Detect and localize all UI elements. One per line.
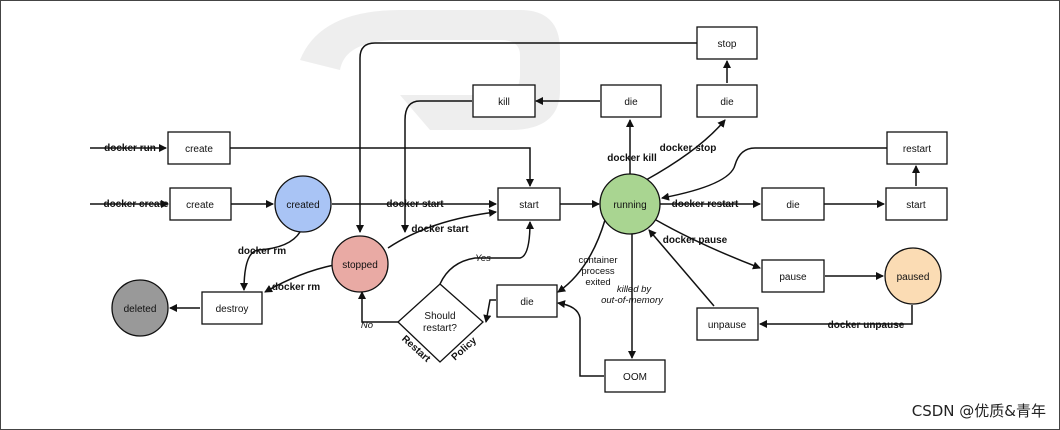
node-kill: kill: [472, 84, 536, 118]
watermark-text: CSDN @优质&青年: [912, 402, 1046, 420]
node-restart-label: restart: [903, 144, 932, 155]
node-restart: restart: [886, 131, 948, 165]
node-stopped-label: stopped: [342, 260, 378, 271]
edge-stopped-to-destroy: [264, 264, 335, 293]
label-container-line2: process: [581, 266, 615, 277]
node-start-restart-label: start: [906, 200, 926, 211]
label-docker-stop: docker stop: [660, 143, 717, 154]
edges: [90, 42, 920, 377]
node-die-kill-label: die: [624, 97, 638, 108]
label-docker-start-2: docker start: [411, 224, 469, 235]
node-die-exit: die: [496, 284, 558, 318]
node-kill-label: kill: [498, 97, 510, 108]
node-created-label: created: [286, 200, 319, 211]
node-unpause: unpause: [696, 307, 759, 341]
node-should-restart: Should restart?: [397, 283, 484, 363]
node-start-label: start: [519, 200, 539, 211]
node-start-restart: start: [885, 187, 948, 221]
edge-oom-to-die: [557, 300, 604, 377]
edge-no-to-stopped: [358, 291, 398, 323]
label-killed-by: killed by: [617, 284, 653, 295]
edge-running-to-die-stop: [645, 119, 726, 181]
label-docker-restart: docker restart: [672, 199, 739, 210]
node-paused-label: paused: [897, 272, 930, 283]
label-docker-start-1: docker start: [386, 199, 444, 210]
node-oom-label: OOM: [623, 372, 647, 383]
node-destroy-label: destroy: [216, 304, 249, 315]
node-die-kill: die: [600, 84, 662, 118]
label-docker-kill: docker kill: [607, 153, 657, 164]
node-should-restart-line1: Should: [424, 311, 455, 322]
node-die-restart: die: [761, 187, 825, 221]
edge-paused-to-unpause: [759, 305, 913, 328]
label-no: No: [361, 320, 373, 331]
node-die-restart-label: die: [786, 200, 800, 211]
node-start: start: [497, 187, 561, 221]
edge-stopped-to-start: [387, 208, 497, 249]
node-destroy: destroy: [201, 291, 263, 325]
node-unpause-label: unpause: [708, 320, 747, 331]
edge-labels: docker run docker create docker start do…: [103, 143, 904, 365]
edge-create-run-to-start: [230, 147, 534, 187]
node-pause-label: pause: [779, 272, 807, 283]
edge-unpause-to-running: [648, 229, 715, 307]
edge-stop-to-stopped: [356, 42, 697, 233]
label-docker-create: docker create: [103, 199, 168, 210]
label-docker-unpause: docker unpause: [828, 320, 905, 331]
node-oom: OOM: [604, 359, 666, 393]
label-docker-rm-1: docker rm: [238, 246, 286, 257]
node-should-restart-line2: restart?: [423, 323, 457, 334]
label-container-line1: container: [578, 255, 617, 266]
node-running-label: running: [613, 200, 646, 211]
label-container-line3: exited: [585, 277, 610, 288]
node-stop: stop: [696, 26, 758, 60]
node-stopped: stopped: [331, 235, 389, 293]
node-paused: paused: [884, 247, 942, 305]
node-create-run-label: create: [185, 144, 213, 155]
edge-die-to-should-restart: [483, 299, 496, 323]
edge-running-to-die-exit: [557, 219, 606, 293]
edge-yes-to-start: [439, 221, 534, 285]
node-deleted-label: deleted: [124, 304, 157, 315]
node-deleted: deleted: [111, 279, 169, 337]
node-stop-label: stop: [718, 39, 737, 50]
node-create-run: create: [167, 131, 231, 165]
label-docker-run: docker run: [104, 143, 156, 154]
edge-kill-to-stopped: [401, 100, 472, 233]
label-docker-pause: docker pause: [663, 235, 728, 246]
node-created: created: [274, 175, 332, 233]
node-pause: pause: [761, 259, 825, 293]
node-running: running: [599, 173, 661, 235]
node-die-stop-label: die: [720, 97, 734, 108]
edge-created-to-destroy: [240, 231, 301, 291]
edge-running-to-pause: [655, 219, 761, 270]
label-yes: Yes: [475, 253, 491, 264]
label-out-of-memory: out-of-memory: [601, 295, 664, 306]
node-create-create: create: [169, 187, 232, 221]
node-create-create-label: create: [186, 200, 214, 211]
node-die-stop: die: [696, 84, 758, 118]
label-docker-rm-2: docker rm: [272, 282, 320, 293]
edge-restart-to-running: [661, 147, 887, 201]
node-die-exit-label: die: [520, 297, 534, 308]
